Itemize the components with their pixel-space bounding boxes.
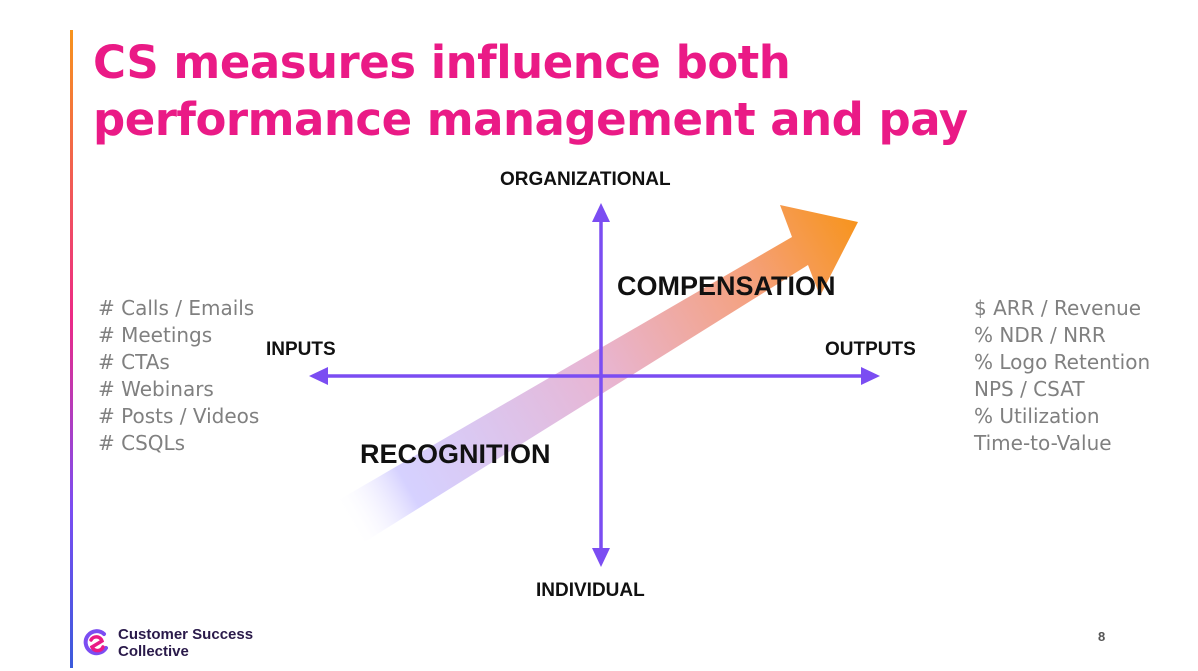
axis-label-top: ORGANIZATIONAL bbox=[500, 169, 671, 190]
list-item: # Posts / Videos bbox=[98, 404, 260, 428]
page-number: 8 bbox=[1098, 629, 1106, 644]
arrow-right-icon bbox=[861, 367, 880, 385]
logo-text: Customer Success Collective bbox=[118, 626, 253, 660]
list-item: Time-to-Value bbox=[974, 431, 1112, 455]
list-item: % NDR / NRR bbox=[974, 323, 1106, 347]
accent-bar bbox=[70, 30, 73, 668]
list-item: NPS / CSAT bbox=[974, 377, 1085, 401]
slide-title: CS measures influence both performance m… bbox=[93, 34, 968, 148]
axis-label-right: OUTPUTS bbox=[825, 339, 916, 360]
list-item: % Utilization bbox=[974, 404, 1100, 428]
list-item: # CTAs bbox=[98, 350, 170, 374]
list-item: # CSQLs bbox=[98, 431, 186, 455]
outputs-list: $ ARR / Revenue % NDR / NRR % Logo Reten… bbox=[974, 295, 1150, 457]
arrow-up-icon bbox=[592, 203, 610, 222]
list-item: % Logo Retention bbox=[974, 350, 1151, 374]
logo-line-1: Customer Success bbox=[118, 626, 254, 643]
list-item: # Calls / Emails bbox=[98, 296, 255, 320]
title-line-1: CS measures influence both bbox=[93, 36, 791, 89]
title-line-2: performance management and pay bbox=[93, 93, 968, 146]
logo-line-2: Collective bbox=[118, 643, 189, 660]
arrow-down-icon bbox=[592, 548, 610, 567]
arrow-left-icon bbox=[309, 367, 328, 385]
list-item: $ ARR / Revenue bbox=[974, 296, 1142, 320]
quadrant-label-recognition: RECOGNITION bbox=[360, 439, 551, 469]
axis-label-left: INPUTS bbox=[266, 339, 336, 360]
axis-label-bottom: INDIVIDUAL bbox=[536, 580, 645, 601]
list-item: # Webinars bbox=[98, 377, 214, 401]
inputs-list: # Calls / Emails # Meetings # CTAs # Web… bbox=[98, 295, 259, 457]
logo-mark-icon bbox=[83, 629, 108, 656]
quadrant-label-compensation: COMPENSATION bbox=[617, 271, 836, 301]
company-logo: Customer Success Collective bbox=[82, 624, 292, 664]
list-item: # Meetings bbox=[98, 323, 213, 347]
